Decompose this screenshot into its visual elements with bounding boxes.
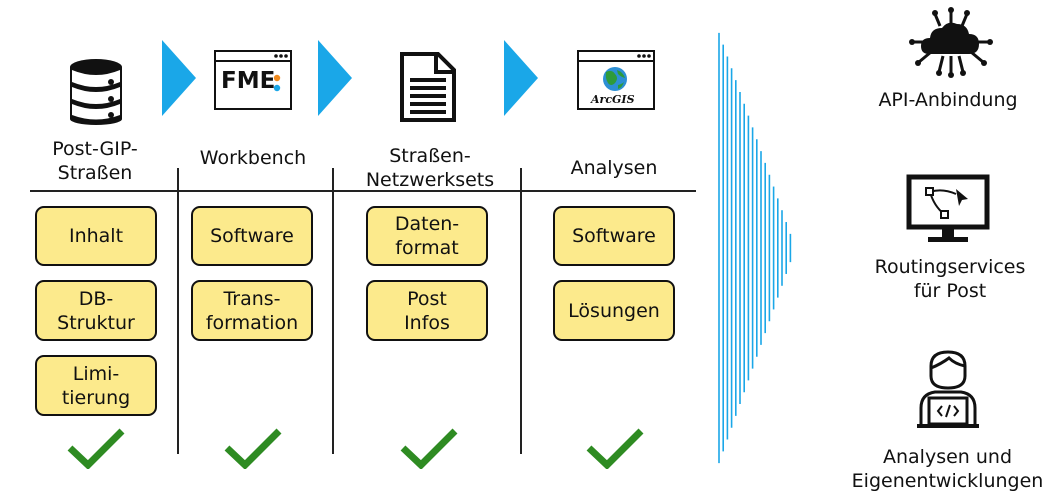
item-post-infos: Post Infos: [366, 280, 488, 341]
check-icon-3: [400, 427, 458, 469]
column-divider-3: [520, 168, 522, 454]
developer-icon: [915, 346, 981, 430]
item-inhalt: Inhalt: [35, 206, 157, 266]
column-title-workbench: Workbench: [199, 147, 307, 169]
check-icon-2: [224, 427, 282, 469]
column-divider-2: [332, 168, 334, 454]
document-icon: [400, 52, 456, 122]
monitor-route-icon: [906, 174, 990, 246]
header-divider: [30, 190, 696, 192]
database-icon: [66, 58, 126, 126]
outcome-analysen-eigenentwicklungen: Analysen und Eigenentwicklungen: [851, 446, 1044, 492]
item-transformation: Trans- formation: [191, 280, 313, 341]
flow-arrow-3: [504, 40, 538, 116]
check-icon-1: [67, 427, 125, 469]
column-title-post-gip: Post-GIP- Straßen: [52, 138, 138, 184]
check-icon-4: [586, 427, 644, 469]
flow-arrow-2: [318, 40, 352, 116]
cloud-network-icon: [905, 6, 997, 78]
arcgis-logo-text: ArcGIS: [591, 93, 635, 106]
outcome-routingservices: Routingservices für Post: [874, 256, 1026, 302]
column-title-analysen: Analysen: [570, 157, 658, 179]
item-db-struktur: DB- Struktur: [35, 280, 157, 341]
item-datenformat: Daten- format: [366, 206, 488, 266]
item-loesungen: Lösungen: [553, 280, 675, 341]
outcome-api-anbindung: API-Anbindung: [878, 89, 1018, 111]
item-limitierung: Limi- tierung: [35, 355, 157, 416]
item-software-workbench: Software: [191, 206, 313, 266]
fme-window-icon: FME: [214, 50, 292, 110]
fme-logo-text: FME: [221, 68, 276, 94]
item-software-analysen: Software: [553, 206, 675, 266]
arcgis-window-icon: ArcGIS: [577, 50, 655, 110]
column-divider-1: [177, 168, 179, 454]
flow-arrow-1: [162, 40, 196, 116]
column-title-netzwerksets: Straßen- Netzwerksets: [365, 145, 495, 191]
striped-chevron: [718, 30, 794, 466]
